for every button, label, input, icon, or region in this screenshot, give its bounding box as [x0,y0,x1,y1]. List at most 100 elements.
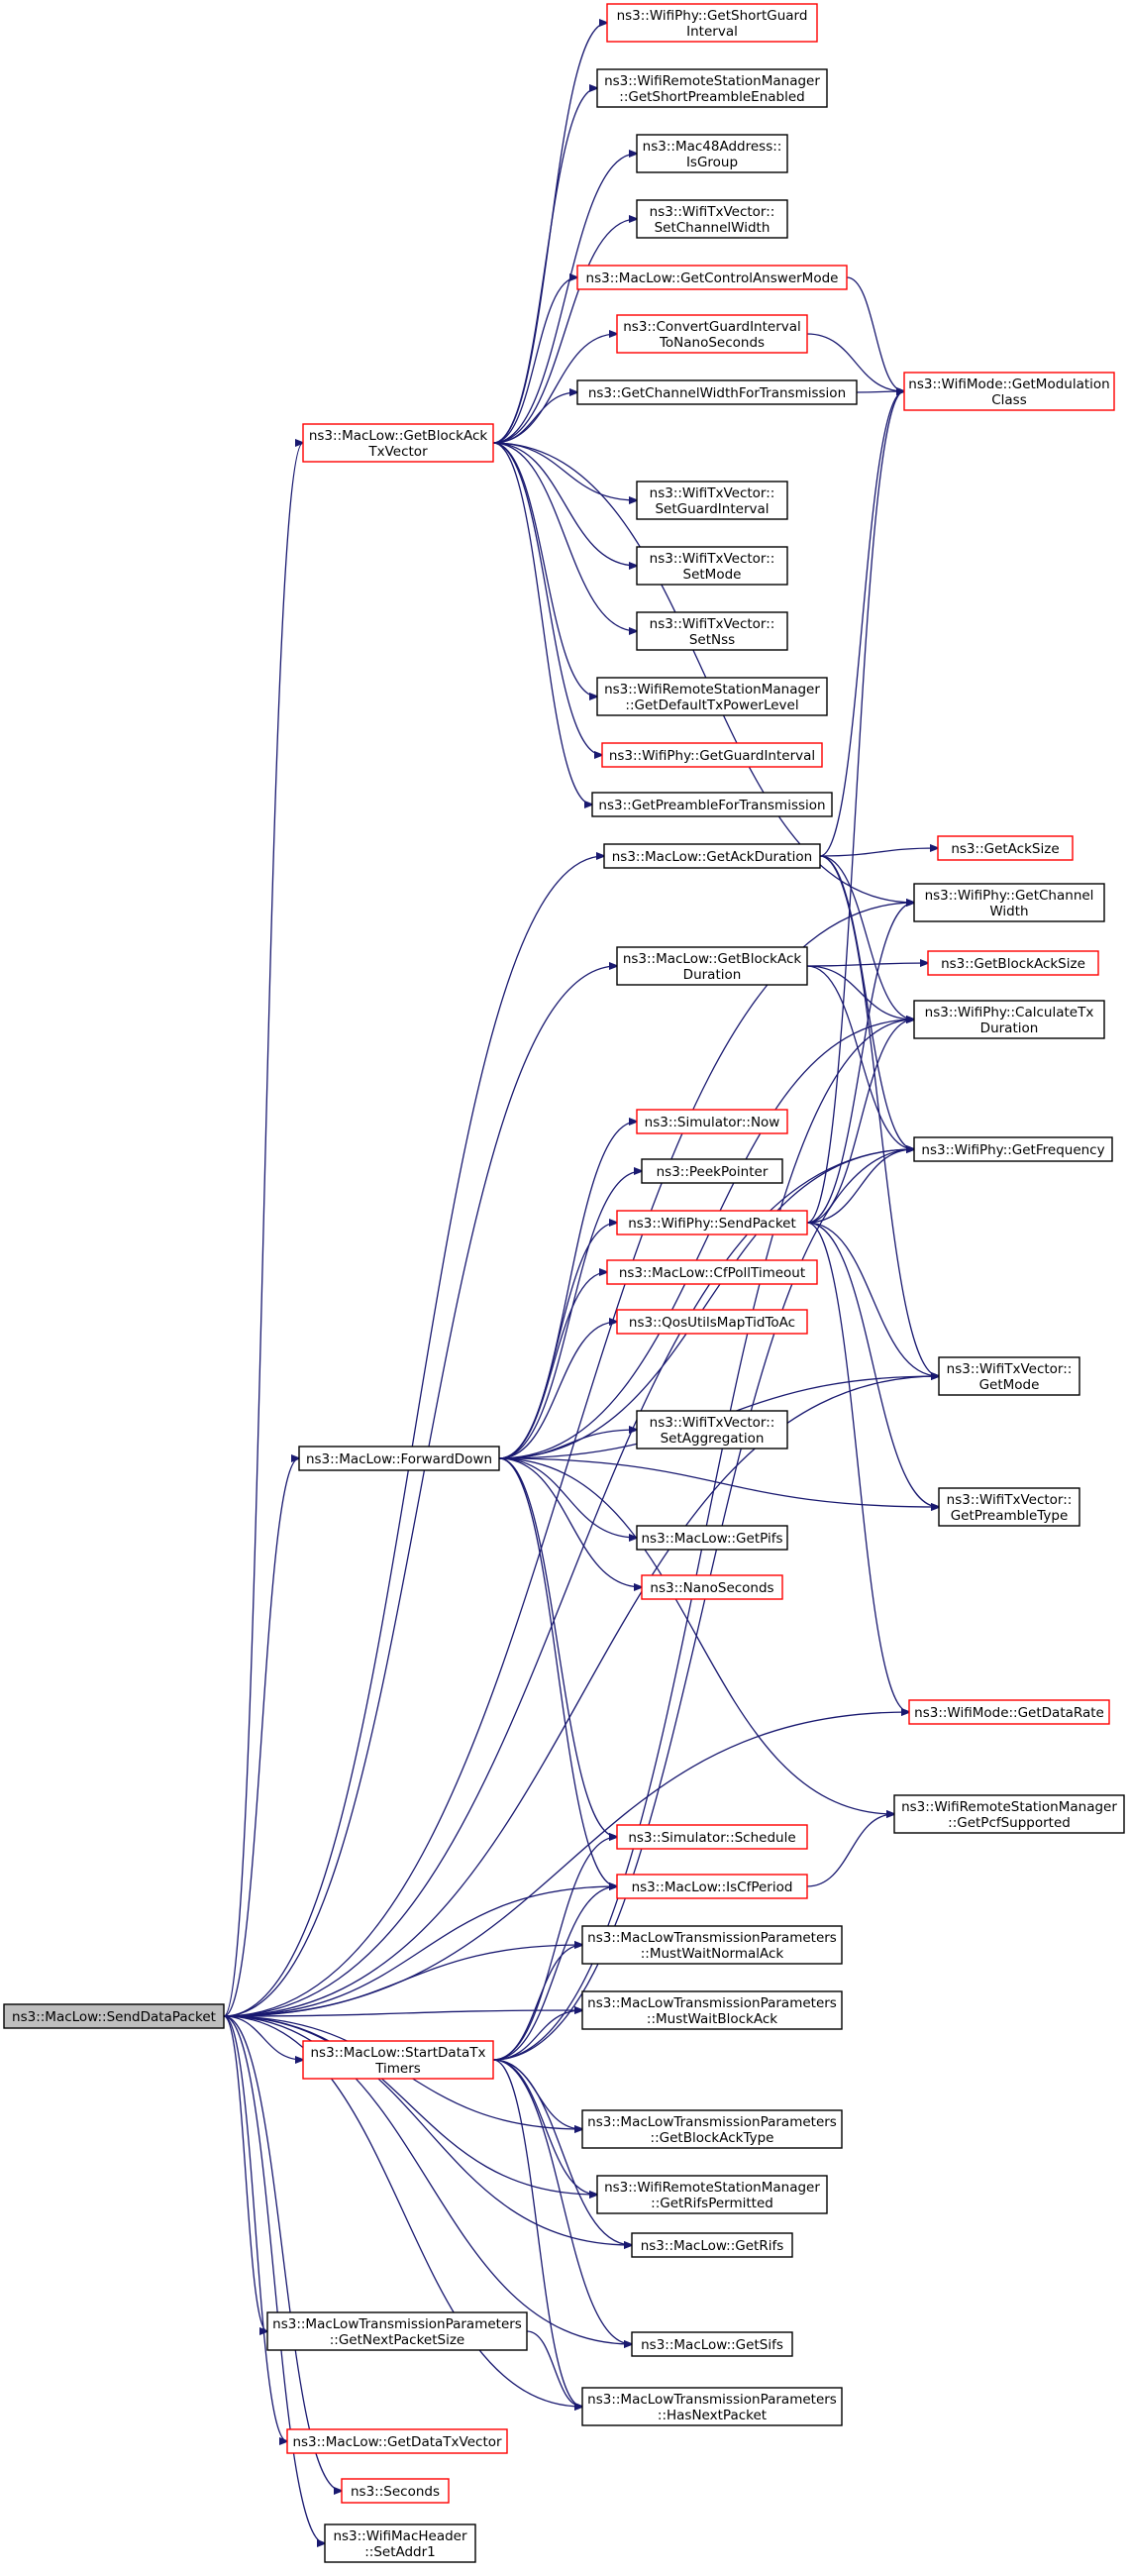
node-cf-poll-timeout[interactable]: ns3::MacLow::CfPollTimeout [606,1259,818,1285]
node-set-aggregation[interactable]: ns3::WifiTxVector::SetAggregation [636,1410,788,1449]
edge-startDataTxTimers-to-mustWaitNormalAck [492,1945,582,2061]
node-get-ack-duration[interactable]: ns3::MacLow::GetAckDuration [603,843,821,869]
node-get-frequency[interactable]: ns3::WifiPhy::GetFrequency [913,1136,1113,1162]
node-label: Interval [686,24,738,40]
node-peek-pointer[interactable]: ns3::PeekPointer [641,1158,783,1184]
edge-sendPacket-to-getModeTxv [806,1222,939,1376]
node-label: ns3::MacLow::GetDataTxVector [292,2434,502,2450]
edge-isCfPeriod-to-getPcfSupported [806,1814,894,1887]
node-label: ns3::WifiPhy::GetFrequency [921,1142,1104,1158]
node-box [616,946,808,986]
node-get-channel-width-for-tx[interactable]: ns3::GetChannelWidthForTransmission [576,379,858,405]
node-box [636,1410,788,1449]
node-set-mode[interactable]: ns3::WifiTxVector::SetMode [636,546,788,586]
node-qos-utils[interactable]: ns3::QosUtilsMapTidToAc [616,1309,808,1335]
node-label: ::MustWaitNormalAck [641,1946,784,1962]
node-box [913,883,1105,922]
node-get-control-answer-mode[interactable]: ns3::MacLow::GetControlAnswerMode [576,265,848,290]
node-is-cf-period[interactable]: ns3::MacLow::IsCfPeriod [616,1874,808,1899]
node-get-preamble-for-tx[interactable]: ns3::GetPreambleForTransmission [591,792,833,817]
edge-getAckDuration-to-calculateTxDuration [819,855,914,1020]
node-set-channel-width[interactable]: ns3::WifiTxVector::SetChannelWidth [636,199,788,239]
node-get-ack-size[interactable]: ns3::GetAckSize [937,835,1074,861]
node-label: ns3::Mac48Address:: [643,139,782,155]
node-send-packet[interactable]: ns3::WifiPhy::SendPacket [616,1210,808,1235]
node-label: ::GetNextPacketSize [330,2332,464,2348]
node-get-sifs[interactable]: ns3::MacLow::GetSifs [631,2331,793,2357]
node-label: ns3::WifiTxVector:: [947,1492,1073,1508]
node-label: ns3::MacLow::GetSifs [641,2337,783,2353]
edge-startDataTxTimers-to-getRifsPermitted [492,2059,597,2195]
node-must-wait-normal-ack[interactable]: ns3::MacLowTransmissionParameters::MustW… [581,1925,843,1965]
node-forward-down[interactable]: ns3::MacLow::ForwardDown [298,1446,500,1471]
node-get-default-tx-power[interactable]: ns3::WifiRemoteStationManager::GetDefaul… [596,677,828,716]
node-box [636,199,788,239]
node-box [893,1794,1125,1834]
edge-getControlAnswerMode-to-getModulationClass [846,276,904,391]
node-box [576,265,848,290]
node-label: ns3::Simulator::Now [645,1115,780,1130]
node-label: ns3::MacLow::GetBlockAck [623,951,802,967]
node-get-short-preamble[interactable]: ns3::WifiRemoteStationManager::GetShortP… [596,68,828,108]
edge-sendPacket-to-calculateTxDuration [806,1020,914,1224]
node-seconds[interactable]: ns3::Seconds [341,2478,450,2504]
edge-root-to-isCfPeriod [223,1886,617,2017]
node-box [938,1487,1080,1527]
node-sim-schedule[interactable]: ns3::Simulator::Schedule [616,1824,808,1850]
node-get-pcf-supported[interactable]: ns3::WifiRemoteStationManager::GetPcfSup… [893,1794,1125,1834]
node-get-rifs-permitted[interactable]: ns3::WifiRemoteStationManager::GetRifsPe… [596,2175,828,2214]
node-set-nss[interactable]: ns3::WifiTxVector::SetNss [636,611,788,651]
node-simulator-now[interactable]: ns3::Simulator::Now [636,1109,788,1134]
node-label: ns3::MacLowTransmissionParameters [272,2316,522,2332]
edge-sendPacket-to-getFrequency [806,1149,914,1224]
node-label: ns3::WifiRemoteStationManager [604,682,820,698]
node-get-guard-interval[interactable]: ns3::WifiPhy::GetGuardInterval [601,742,823,768]
node-get-block-ack-type[interactable]: ns3::MacLowTransmissionParameters::GetBl… [581,2109,843,2149]
node-label: ns3::MacLow::StartDataTx [310,2045,485,2061]
edge-getBlockAckTxVector-to-isGroup [492,154,637,444]
node-box [341,2478,450,2504]
node-label: ::GetBlockAckType [651,2130,774,2146]
node-get-pifs[interactable]: ns3::MacLow::GetPifs [636,1525,788,1551]
edge-startDataTxTimers-to-getRifs [492,2059,632,2245]
node-label: ::GetPcfSupported [948,1815,1071,1831]
node-label: ns3::QosUtilsMapTidToAc [629,1315,795,1331]
node-label: ns3::WifiTxVector:: [650,616,775,632]
node-label: ::SetAddr1 [364,2544,436,2560]
node-box [576,379,858,405]
node-get-data-tx-vector[interactable]: ns3::MacLow::GetDataTxVector [286,2428,508,2454]
edge-forwardDown-to-setAggregation [498,1430,637,1459]
node-get-rifs[interactable]: ns3::MacLow::GetRifs [631,2232,793,2258]
node-must-wait-block-ack[interactable]: ns3::MacLowTransmissionParameters::MustW… [581,1990,843,2030]
node-root[interactable]: ns3::MacLow::SendDataPacket [3,2003,225,2029]
node-set-guard-interval[interactable]: ns3::WifiTxVector::SetGuardInterval [636,481,788,520]
node-get-block-ack-size[interactable]: ns3::GetBlockAckSize [927,950,1099,976]
node-label: ns3::WifiTxVector:: [650,485,775,501]
node-get-mode-txv[interactable]: ns3::WifiTxVector::GetMode [938,1356,1080,1396]
edge-root-to-getRifs [223,2015,632,2245]
node-label: GetPreambleType [951,1508,1069,1524]
node-get-next-packet-size[interactable]: ns3::MacLowTransmissionParameters::GetNe… [266,2311,528,2351]
node-box [616,314,808,354]
node-get-channel-width[interactable]: ns3::WifiPhy::GetChannelWidth [913,883,1105,922]
node-label: ns3::MacLow::GetPifs [641,1531,782,1547]
node-set-addr1[interactable]: ns3::WifiMacHeader::SetAddr1 [324,2523,476,2563]
node-nano-seconds[interactable]: ns3::NanoSeconds [641,1574,783,1600]
node-get-preamble-type[interactable]: ns3::WifiTxVector::GetPreambleType [938,1487,1080,1527]
node-is-group[interactable]: ns3::Mac48Address::IsGroup [636,134,788,173]
node-box [601,742,823,768]
node-label: ns3::MacLow::ForwardDown [306,1451,492,1467]
node-box [324,2523,476,2563]
node-get-data-rate[interactable]: ns3::WifiMode::GetDataRate [908,1699,1110,1725]
node-has-next-packet[interactable]: ns3::MacLowTransmissionParameters::HasNe… [581,2387,843,2426]
node-label: ns3::MacLow::GetControlAnswerMode [586,270,839,286]
node-label: ns3::WifiRemoteStationManager [901,1799,1117,1815]
node-label: ::HasNextPacket [658,2408,767,2423]
